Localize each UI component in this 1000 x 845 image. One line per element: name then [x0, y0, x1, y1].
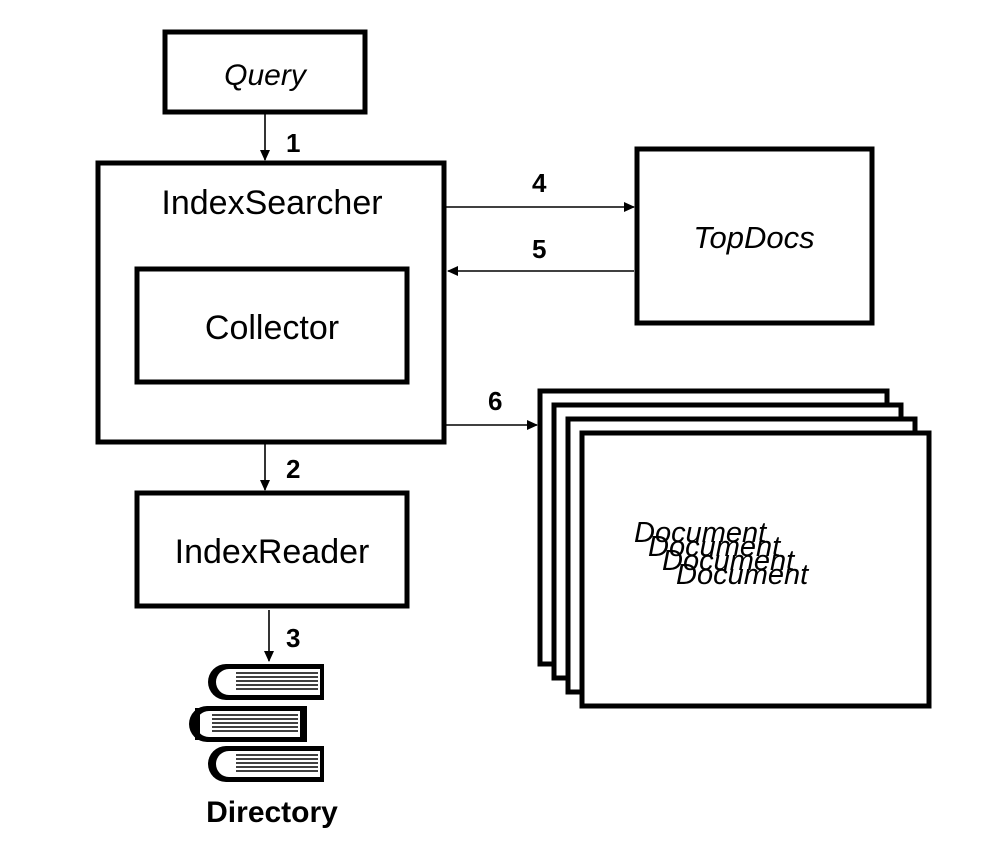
book-icon	[208, 664, 324, 700]
document-label: Document	[676, 559, 810, 591]
book-icon	[208, 746, 324, 782]
query-node: Query	[162, 29, 368, 115]
edge-6-label: 6	[488, 386, 502, 416]
document-card	[579, 430, 932, 709]
edge-5-label: 5	[532, 234, 546, 264]
books-stack-icon	[189, 664, 324, 782]
index-reader-node: IndexReader	[134, 490, 410, 609]
collector-node	[134, 266, 410, 385]
edge-4-label: 4	[532, 168, 547, 198]
query-label: Query	[224, 59, 308, 92]
edge-3-label: 3	[286, 623, 300, 653]
edge-2-label: 2	[286, 454, 300, 484]
index-reader-label: IndexReader	[175, 533, 370, 571]
top-docs-label: TopDocs	[693, 220, 814, 255]
index-searcher-label: IndexSearcher	[161, 184, 382, 222]
edge-1-label: 1	[286, 128, 300, 158]
book-icon	[189, 706, 307, 742]
index-searcher-node: IndexSearcher Collector	[95, 160, 447, 445]
top-docs-node: TopDocs	[634, 146, 875, 326]
document-label: Document	[648, 531, 782, 563]
collector-label: Collector	[205, 309, 339, 347]
document-label: Document	[634, 517, 768, 549]
document-stack: Document Document Document Document	[537, 388, 932, 709]
document-label: Document	[662, 545, 796, 577]
directory-label: Directory	[206, 796, 338, 829]
